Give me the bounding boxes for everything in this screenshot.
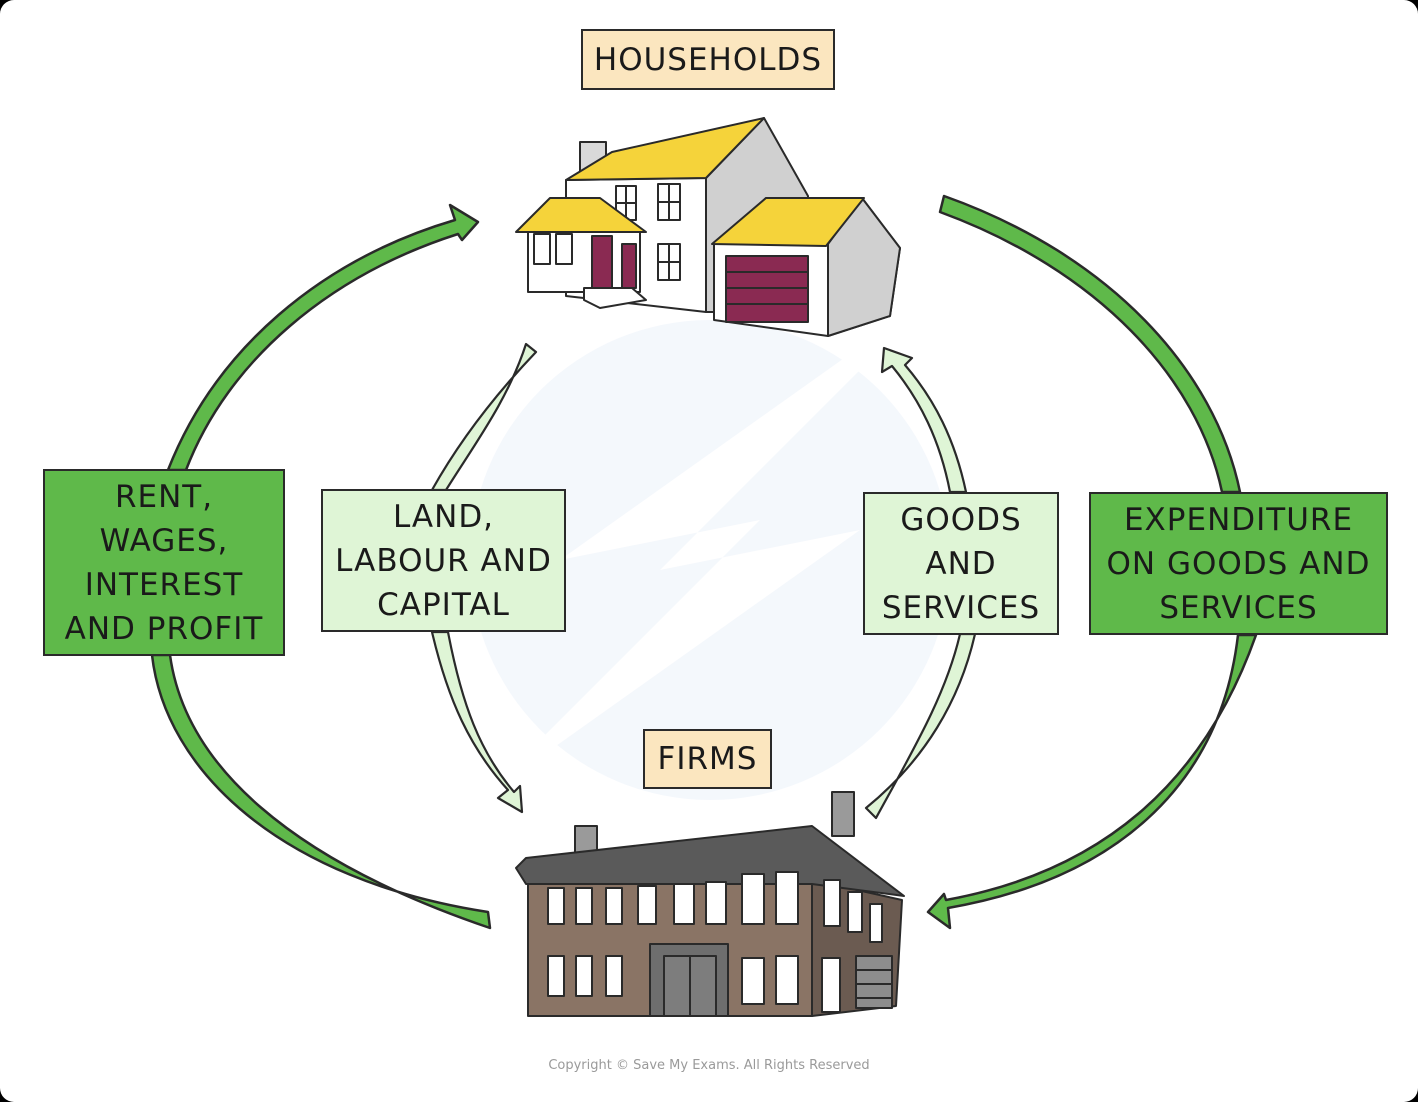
factory-icon [515, 791, 905, 1017]
firms-label: FIRMS [643, 729, 772, 789]
goods-and-services-box: GOODS AND SERVICES [863, 492, 1059, 635]
factor-payments-box: RENT, WAGES, INTEREST AND PROFIT [43, 469, 285, 656]
copyright-notice: Copyright © Save My Exams. All Rights Re… [548, 1058, 870, 1073]
arrow-factors-of-production [430, 342, 538, 814]
expenditure-box: EXPENDITURE ON GOODS AND SERVICES [1089, 492, 1388, 635]
watermark-logo [470, 290, 950, 800]
house-icon [515, 117, 901, 337]
households-label: HOUSEHOLDS [581, 29, 835, 90]
factors-of-production-box: LAND, LABOUR AND CAPITAL [321, 489, 566, 632]
